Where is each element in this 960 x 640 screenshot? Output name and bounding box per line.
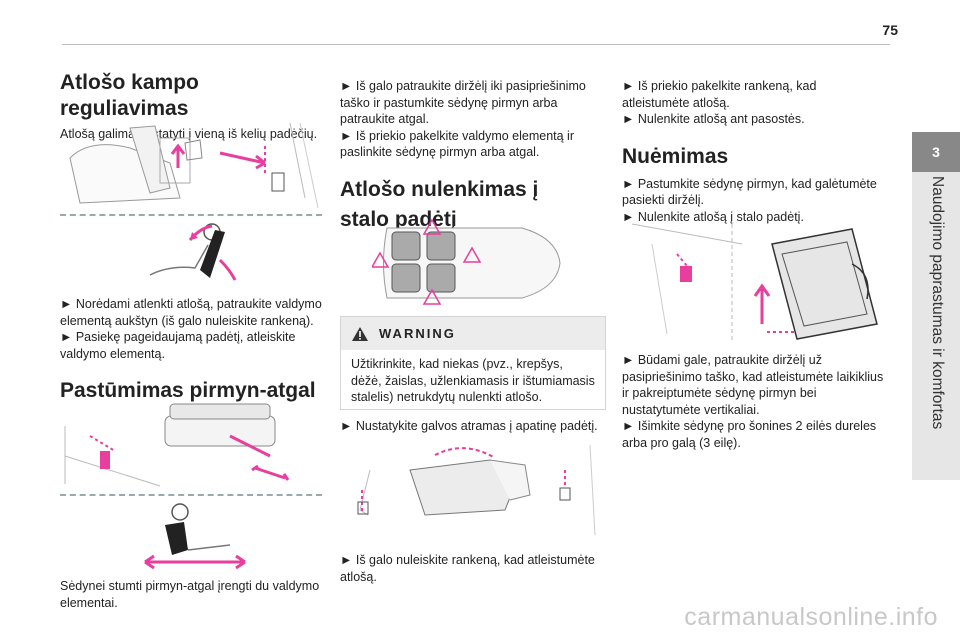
col2-step-2: ► Iš priekio pakelkite valdymo elementą …: [340, 128, 574, 160]
section-title-table: Atlošo nulenkimas į stalo padėtį: [340, 177, 539, 231]
watermark: carmanualsonline.info: [684, 603, 938, 631]
section-title-removal: Nuėmimas: [622, 144, 729, 168]
seat-removal-illustration: [631, 223, 878, 342]
col3-step-4: ► Nulenkite atlošą į stalo padėtį.: [622, 209, 804, 224]
car-top-view-illustration: [372, 218, 561, 305]
recline-pictogram: [149, 223, 237, 281]
recline-step-1: ► Norėdami atlenkti atlošą, patraukite v…: [60, 297, 322, 328]
section-title-recline: Atlošo kampo reguliavimas: [60, 71, 199, 120]
col2-step-4: ► Iš galo nuleiskite rankeną, kad atleis…: [340, 553, 595, 584]
col3-step-6: ► Išimkite sėdynę pro šonines 2 eilės du…: [622, 419, 877, 450]
figure-divider: [60, 214, 322, 216]
col2-step-3: ► Nustatykite galvos atramas į apatinę p…: [340, 419, 598, 433]
headrest-step: ► Nustatykite galvos atramas į apatinę p…: [340, 418, 608, 435]
column-1: Atlošo kampo reguliavimas Atlošą galima …: [60, 60, 322, 143]
warning-triangle-icon: [352, 326, 368, 341]
page-number: 75: [882, 22, 898, 38]
col3-step-3: ► Pastumkite sėdynę pirmyn, kad galėtumė…: [622, 176, 877, 208]
recline-step-2: ► Pasiekę pageidaujamą padėtį, atleiskit…: [60, 330, 296, 361]
seat-recline-illustration: [69, 122, 319, 209]
column-3: ► Iš priekio pakelkite rankeną, kad atle…: [622, 78, 884, 225]
release-step: ► Iš galo nuleiskite rankeną, kad atleis…: [340, 552, 608, 585]
seat-slide-illustration: [64, 403, 290, 487]
column-2: ► Iš galo patraukite diržėlį iki pasipri…: [340, 78, 608, 235]
slide-text: Sėdynei stumti pirmyn-atgal įrengti du v…: [60, 578, 322, 611]
warning-label: WARNING: [379, 326, 456, 341]
chapter-title-text: Naudojimo paprastumas ir komfortas: [929, 176, 946, 430]
recline-steps: ► Norėdami atlenkti atlošą, patraukite v…: [60, 296, 322, 404]
chapter-number: 3: [912, 132, 960, 172]
chapter-title: Naudojimo paprastumas ir komfortas: [917, 176, 957, 476]
col2-step-1: ► Iš galo patraukite diržėlį iki pasipri…: [340, 79, 586, 126]
warning-box: WARNING Užtikrinkite, kad niekas (pvz., …: [340, 316, 606, 410]
side-tab: [912, 132, 960, 480]
warning-header: WARNING: [341, 317, 605, 350]
seat-fold-illustration: [357, 444, 596, 536]
slide-pictogram: [144, 503, 246, 570]
recline-intro: Atlošą galima nustatyti į vieną iš kelių…: [60, 127, 318, 141]
removal-steps: ► Būdami gale, patraukite diržėlį už pas…: [622, 352, 884, 451]
col3-step-5: ► Būdami gale, patraukite diržėlį už pas…: [622, 353, 884, 417]
section-title-slide: Pastūmimas pirmyn-atgal: [60, 379, 316, 402]
col3-step-1: ► Iš priekio pakelkite rankeną, kad atle…: [622, 79, 817, 110]
col3-step-2: ► Nulenkite atlošą ant pasostės.: [622, 112, 805, 126]
warning-text: Užtikrinkite, kad niekas (pvz., krepšys,…: [351, 357, 595, 404]
figure-divider: [60, 494, 322, 496]
header-rule: [62, 44, 890, 45]
slide-description: Sėdynei stumti pirmyn-atgal įrengti du v…: [60, 579, 320, 610]
